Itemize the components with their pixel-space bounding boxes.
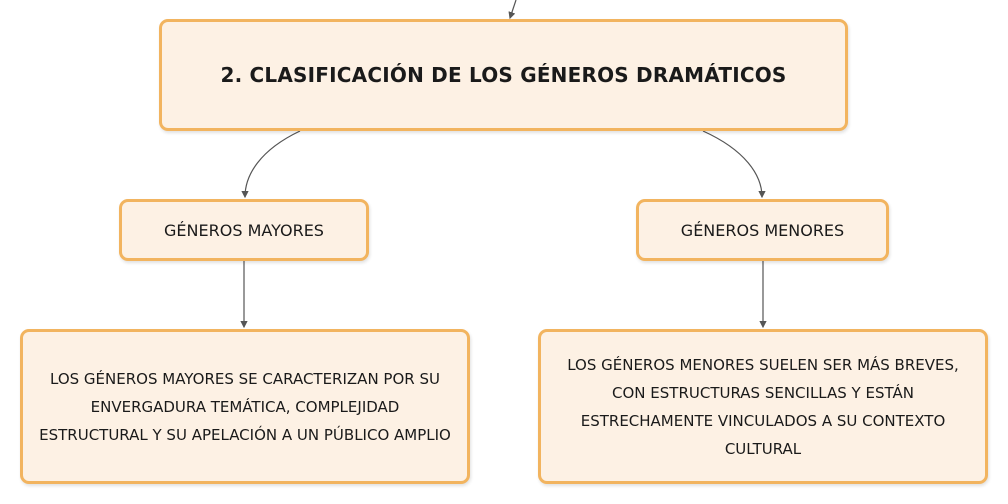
subtopic-label-generos-menores: GÉNEROS MENORES — [680, 220, 845, 240]
connector-root-to-mayores — [241, 130, 301, 199]
subtopic-node-generos-mayores[interactable]: GÉNEROS MAYORES — [119, 199, 369, 261]
description-text-generos-menores: LOS GÉNEROS MENORES SUELEN SER MÁS BREVE… — [567, 355, 959, 458]
description-node-generos-menores[interactable]: LOS GÉNEROS MENORES SUELEN SER MÁS BREVE… — [538, 329, 988, 484]
subtopic-node-generos-menores[interactable]: GÉNEROS MENORES — [636, 199, 889, 261]
subtopic-label-generos-mayores: GÉNEROS MAYORES — [164, 220, 324, 240]
description-node-generos-mayores[interactable]: LOS GÉNEROS MAYORES SE CARACTERIZAN POR … — [20, 329, 470, 484]
root-topic-label: 2. CLASIFICACIÓN DE LOS GÉNEROS DRAMÁTIC… — [220, 63, 787, 87]
root-topic-node[interactable]: 2. CLASIFICACIÓN DE LOS GÉNEROS DRAMÁTIC… — [159, 19, 848, 131]
connector-incoming-root — [508, 0, 517, 20]
description-text-generos-mayores: LOS GÉNEROS MAYORES SE CARACTERIZAN POR … — [39, 369, 451, 444]
connector-root-to-menores — [702, 130, 766, 199]
